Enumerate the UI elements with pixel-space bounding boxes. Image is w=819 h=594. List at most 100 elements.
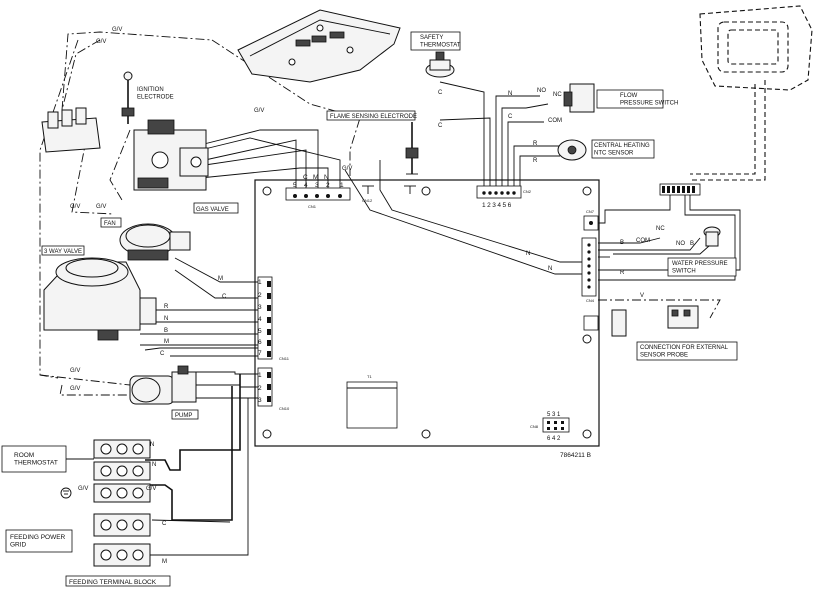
wire-n-room: N [150,442,154,448]
wire-r-valve: R [164,304,169,310]
pump-pin-2: 2 [258,385,262,392]
t1-id: T1 [367,374,372,379]
cn7-id: CN7 [586,209,595,214]
left-pin-3: 3 [258,304,262,311]
cn2-pins: 123456 [482,202,513,209]
wire-gv-flame: G/V [342,166,352,172]
wire-gv-pump: G/V [70,368,80,374]
board-code: 7864211 B [560,452,591,459]
earth-terminal-strip [41,107,101,153]
wire-gv-earth: G/V [78,486,88,492]
connector-cn8: 5 3 1 6 4 2 CN8 [530,412,570,442]
wire-n-valve: N [164,316,168,322]
wire-gv-earth2: G/V [146,486,156,492]
connector-cn12: CN12 [362,185,416,203]
wire-n-room2: N [152,462,156,468]
wire-gv-left: G/V [70,204,80,210]
fan [119,223,191,261]
wire-c-feed: C [162,521,167,527]
cn10-id: CN10 [279,406,290,411]
water-pressure-switch [703,226,721,247]
wire-c-flow: C [508,114,513,120]
wire-nc-flow: NC [553,92,562,98]
wire-gv-hx: G/V [254,108,264,114]
connector-cn11-right [583,315,599,331]
wire-c-pump: C [160,351,165,357]
cn1-id: CN1 [308,204,317,209]
cn4-id: CN4 [586,298,595,303]
left-pin-5: 5 [258,328,262,335]
wire-n-flame2: N [548,266,552,272]
cn11-id: CN11 [279,356,290,361]
safety-thermostat [425,51,455,78]
wire-gv-top2: G/V [96,39,106,45]
svg-text:GAS VALVE: GAS VALVE [196,207,229,213]
wiring [140,81,741,556]
wire-v-sensor: V [640,293,644,299]
connector-cn10: 1 2 3 CN10 [257,367,290,411]
control-board: 5 4 3 2 1 C M N CN1 CN12 123456 [254,174,600,447]
wire-com-water: COM [636,238,650,244]
wire-m-valve: M [164,339,169,345]
fan-label: FAN [100,217,122,228]
left-pin-6: 6 [258,339,262,346]
wire-code-labels: G/V G/V G/V G/V G/V G/V G/V G/V G/V G/V … [70,27,694,565]
cn1-pin-1: 1 [340,182,344,189]
connector-cn11: 1 2 3 4 5 6 7 CN11 [257,276,290,361]
svg-text:PUMP: PUMP [175,413,192,419]
wire-gv-top: G/V [112,27,122,33]
external-sensor-probe [611,305,699,337]
connector-cn2: 123456 CN2 [476,185,532,209]
svg-text:FAN: FAN [104,221,116,227]
transformer-t1: T1 [346,374,398,429]
cn8-id: CN8 [530,424,539,429]
cn1-letter-n: N [324,174,329,181]
cn12-id: CN12 [362,198,373,203]
cn8-top-pins: 5 3 1 [547,412,561,418]
three-way-valve [43,257,157,341]
gas-valve-label: GAS VALVE [193,202,239,214]
wire-com-flow: COM [548,118,562,124]
wire-r-ntc2: R [533,158,538,164]
earth-symbol [60,487,72,499]
left-pin-2: 2 [258,292,262,299]
wire-no-flow: NO [537,88,546,94]
pump-pin-1: 1 [258,372,262,379]
wire-gv-left2: G/V [96,204,106,210]
wire-r-ntc: R [533,141,538,147]
svg-text:FEEDING TERMINAL BLOCK: FEEDING TERMINAL BLOCK [69,579,157,586]
svg-text:3 WAY VALVE: 3 WAY VALVE [44,249,82,255]
cn2-id: CN2 [523,189,532,194]
wire-gv-pump2: G/V [70,386,80,392]
wire-m-feed: M [162,559,167,565]
gas-valve [133,119,209,191]
cn1-pin-3: 3 [315,182,319,189]
left-pin-4: 4 [258,316,262,323]
feeding-terminal-block-label: FEEDING TERMINAL BLOCK [65,575,171,587]
ntc-sensor [557,139,587,161]
pump-label: PUMP [171,409,199,420]
cn1-letter-m: M [313,174,318,181]
svg-text:FLAME SENSING ELECTRODE: FLAME SENSING ELECTRODE [330,114,417,120]
cn1-letter-c: C [303,174,308,181]
terminal-blocks [93,439,151,567]
wire-c-thermostat2: C [438,123,443,129]
wire-c-thermostat: C [438,90,443,96]
earth-wiring [39,31,766,396]
flame-sensing-electrode [405,122,419,175]
wire-r-water: R [620,270,625,276]
flow-pressure-switch [563,83,595,113]
